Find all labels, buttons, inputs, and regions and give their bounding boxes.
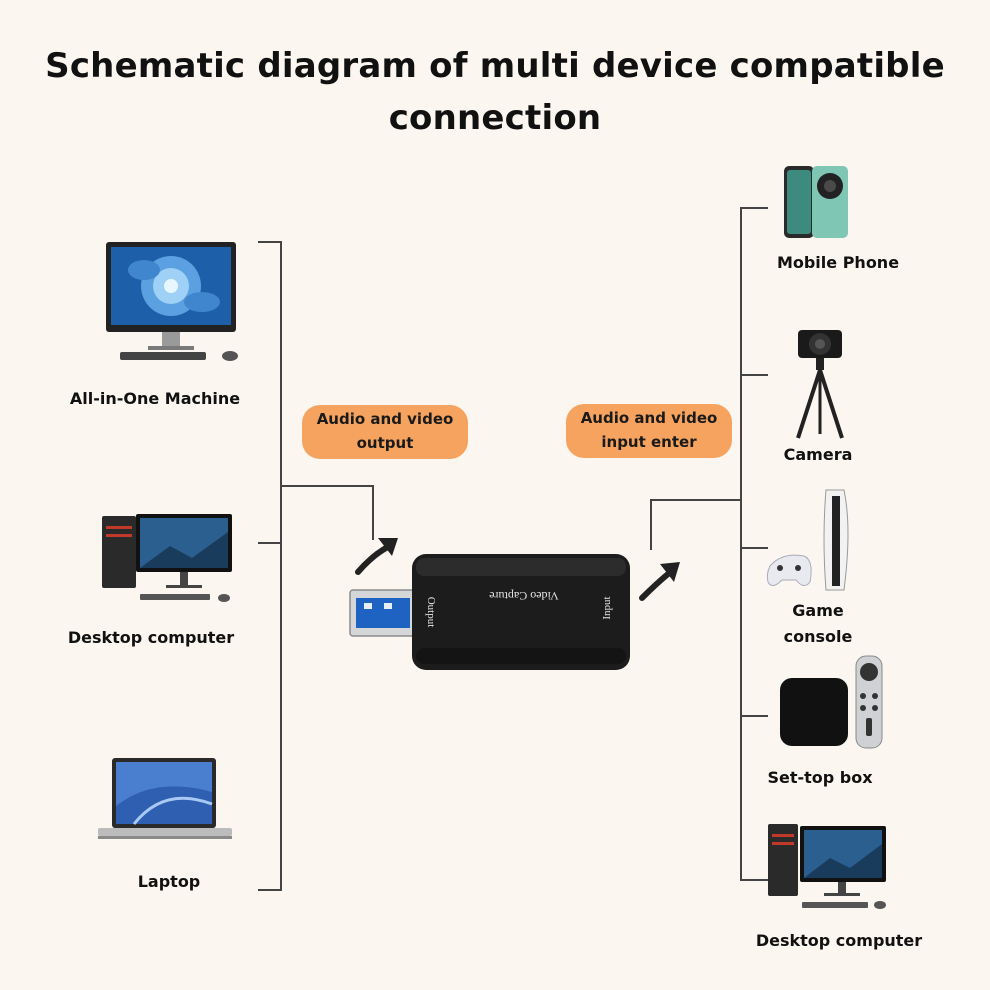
output-pill: Audio and video output bbox=[302, 405, 468, 459]
desktop-computer-icon bbox=[102, 514, 232, 602]
input-pill: Audio and video input enter bbox=[566, 404, 732, 458]
set-top-box-icon bbox=[780, 655, 883, 749]
right-bracket bbox=[740, 207, 768, 881]
left-bracket bbox=[258, 241, 282, 891]
camera-icon bbox=[796, 330, 844, 439]
video-capture-device: Video Capture Output Input bbox=[349, 554, 630, 670]
left-device-label-all-in-one: All-in-One Machine bbox=[69, 389, 241, 408]
output-pill-line-2: output bbox=[356, 434, 414, 452]
laptop-icon bbox=[98, 758, 232, 839]
title-line-1: Schematic diagram of multi device compat… bbox=[45, 46, 945, 86]
title-line-2: connection bbox=[388, 98, 602, 138]
page-title: Schematic diagram of multi device compat… bbox=[0, 40, 990, 144]
console-label-line-2: console bbox=[783, 627, 853, 646]
arrow-input bbox=[639, 562, 680, 601]
left-device-label-desktop: Desktop computer bbox=[67, 628, 235, 647]
input-pill-line-2: input enter bbox=[601, 433, 697, 451]
console-label-line-1: Game bbox=[792, 601, 844, 620]
right-device-label-camera: Camera bbox=[783, 445, 853, 464]
right-to-device-line bbox=[650, 499, 741, 550]
port-output-label: Output bbox=[425, 597, 437, 628]
arrow-output bbox=[355, 538, 398, 575]
right-device-label-phone: Mobile Phone bbox=[776, 253, 900, 272]
right-device-label-desktop: Desktop computer bbox=[755, 931, 923, 950]
device-name-label: Video Capture bbox=[489, 589, 559, 603]
game-console-icon bbox=[766, 489, 849, 591]
capture-body bbox=[412, 554, 630, 670]
port-input-label: Input bbox=[601, 596, 613, 619]
right-device-label-console: Game console bbox=[770, 598, 866, 650]
input-pill-line-1: Audio and video bbox=[580, 409, 718, 427]
output-pill-line-1: Audio and video bbox=[316, 410, 454, 428]
left-to-device-line bbox=[281, 485, 374, 540]
right-device-label-settop: Set-top box bbox=[767, 768, 873, 787]
all-in-one-icon bbox=[106, 242, 238, 361]
desktop-computer-icon bbox=[768, 824, 886, 909]
mobile-phone-icon bbox=[784, 166, 848, 238]
left-device-label-laptop: Laptop bbox=[137, 872, 201, 891]
